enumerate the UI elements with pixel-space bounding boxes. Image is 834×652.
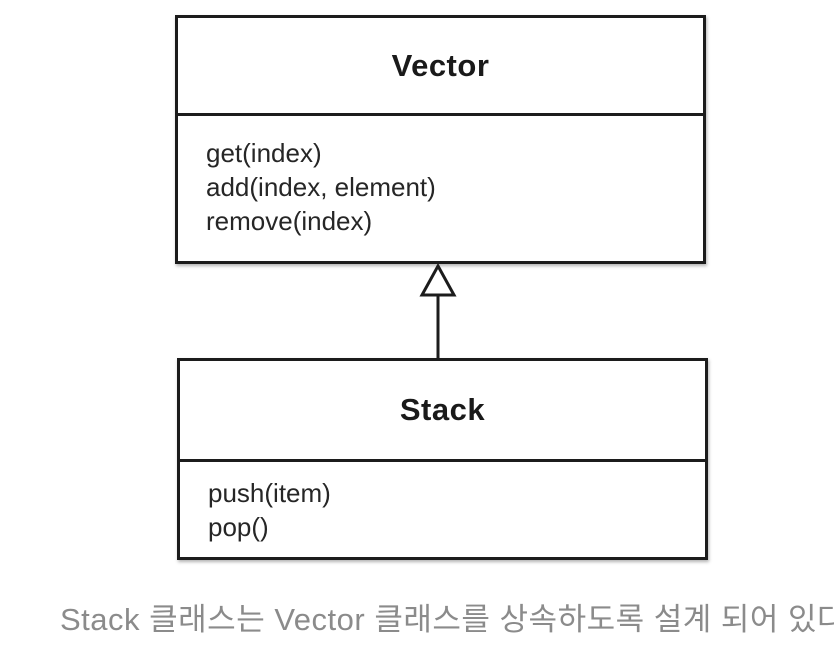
method-pop: pop()	[208, 512, 269, 542]
class-box-stack: Stack push(item) pop()	[177, 358, 708, 560]
diagram-caption: Stack 클래스는 Vector 클래스를 상속하도록 설계 되어 있다	[60, 602, 834, 637]
inheritance-arrow	[417, 262, 459, 359]
method-get: get(index)	[206, 138, 322, 168]
inheritance-arrow-icon	[419, 262, 457, 359]
class-methods-vector: get(index) add(index, element) remove(in…	[178, 116, 703, 261]
class-title-vector: Vector	[178, 18, 703, 116]
method-remove: remove(index)	[206, 206, 373, 236]
method-add: add(index, element)	[206, 172, 436, 202]
class-title-stack: Stack	[180, 361, 705, 462]
class-methods-stack: push(item) pop()	[180, 462, 705, 557]
method-push: push(item)	[208, 478, 331, 508]
class-box-vector: Vector get(index) add(index, element) re…	[175, 15, 706, 264]
